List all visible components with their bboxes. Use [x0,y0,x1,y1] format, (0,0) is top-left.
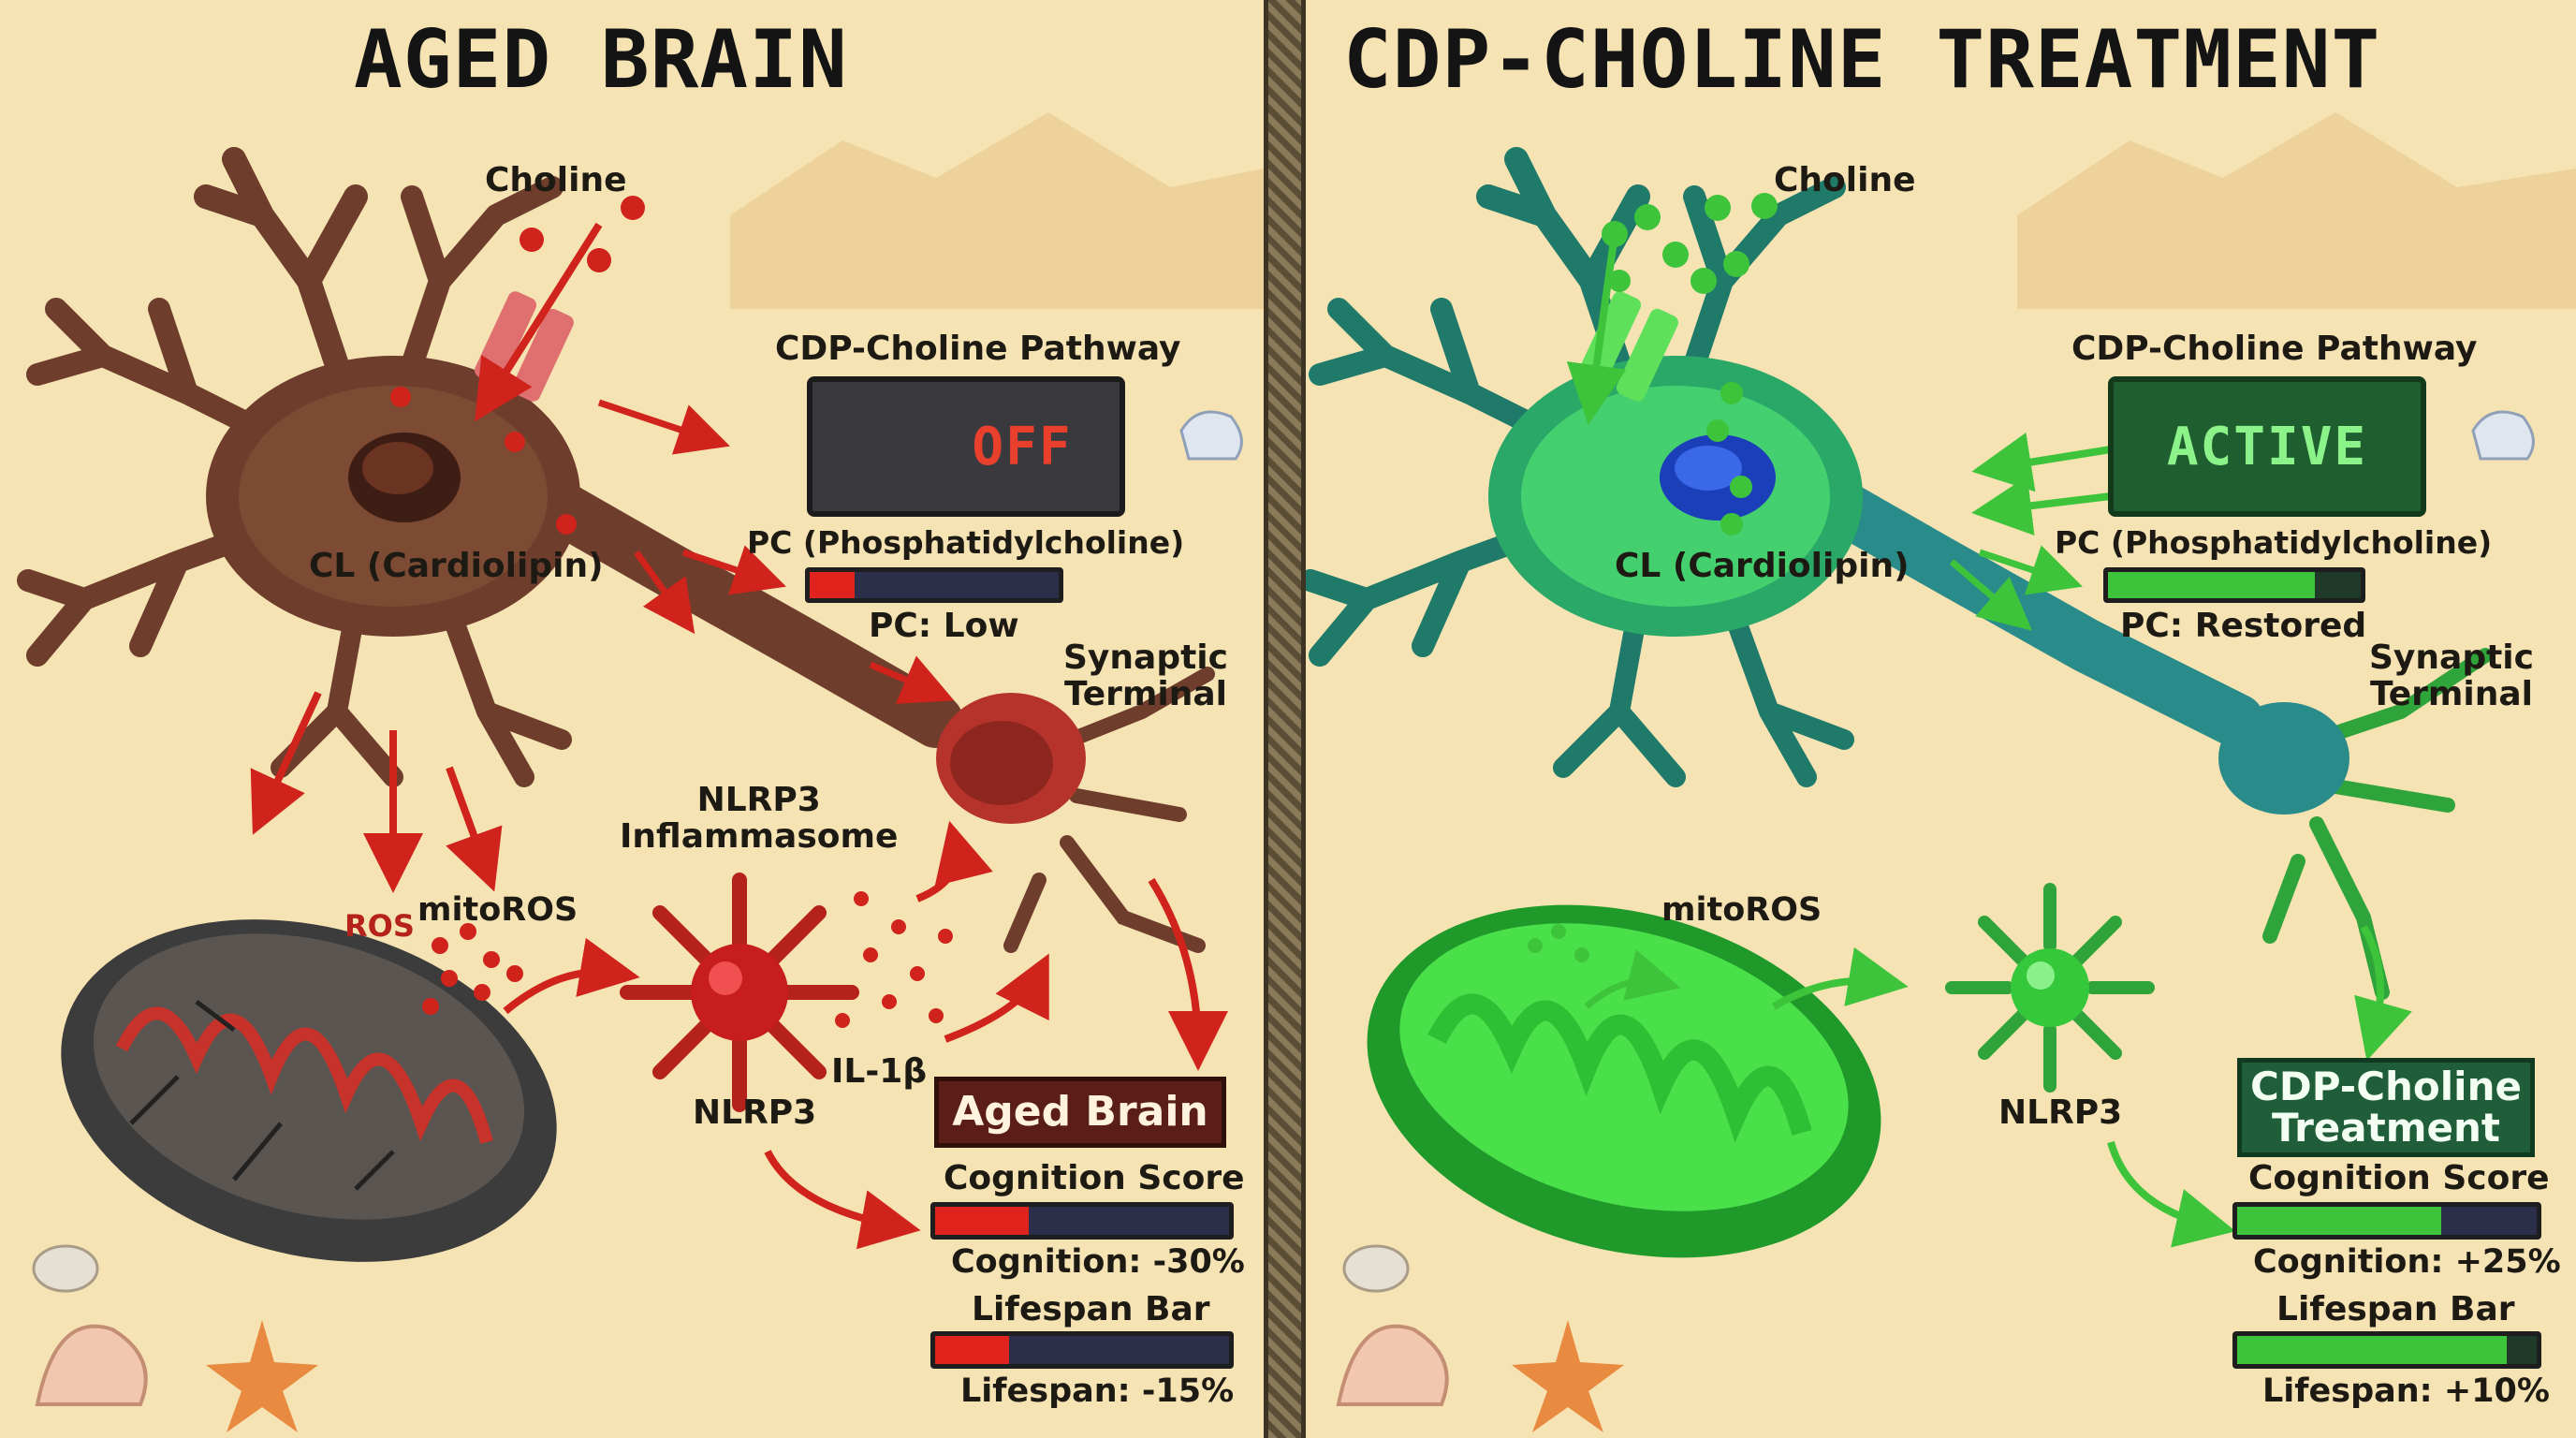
nlrp3-label: NLRP3 [693,1093,817,1132]
pc-bar [2103,567,2365,603]
aged-brain-badge: Aged Brain [934,1077,1226,1148]
pc-bar-fill [2108,572,2316,598]
cardiolipin-label: CL (Cardiolipin) [1615,547,1910,585]
seashell-icon [2471,410,2535,461]
starfish-icon [1512,1320,1624,1432]
treatment-panel: CDP-CHOLINE TREATMENT Choline CDP-Cholin… [1306,0,2576,1438]
pc-label: PC (Phosphatidylcholine) [2055,524,2493,561]
ros-label: ROS [344,908,415,944]
ros-dots [422,923,523,1015]
choline-label: Choline [1774,161,1916,199]
nlrp3-label: NLRP3 [1998,1093,2123,1132]
aged-brain-artwork [17,112,1264,1432]
lifespan-label: Lifespan Bar [2276,1290,2515,1328]
panel-divider [1264,0,1306,1438]
aged-mitochondrion [61,919,557,1262]
lifespan-label: Lifespan Bar [972,1290,1210,1328]
il1b-dots [835,891,953,1028]
cognition-value: Cognition: -30% [951,1243,1245,1281]
aged-nlrp3-inflammasome [620,873,859,1112]
aged-neuron [17,147,1215,953]
synaptic-terminal-label: Synaptic Terminal [1063,638,1228,713]
treatment-nlrp3 [1945,883,2155,1093]
synaptic-terminal-label: Synaptic Terminal [2369,638,2534,713]
starfish-icon [206,1320,318,1432]
pathway-status-text: ACTIVE [2166,416,2368,477]
seashell-icon [35,1324,148,1406]
panel-title: AGED BRAIN [354,13,848,107]
treatment-mitochondrion [1367,904,1881,1258]
pc-bar [805,567,1063,603]
lifespan-bar [930,1331,1234,1369]
panel-title: CDP-CHOLINE TREATMENT [1343,13,2381,107]
aged-brain-panel: AGED BRAIN Choline CDP-Choline Pathway O… [0,0,1264,1438]
cognition-label: Cognition Score [944,1159,1245,1197]
lifespan-bar [2232,1331,2541,1369]
pc-status: PC: Low [869,607,1019,645]
sand-dune [2017,112,2576,309]
mitoros-label: mitoROS [1661,891,1822,929]
pathway-label: CDP-Choline Pathway [775,330,1181,368]
choline-dots-left [390,196,645,535]
pc-bar-fill [810,572,855,598]
pc-label: PC (Phosphatidylcholine) [747,524,1185,561]
cognition-value: Cognition: +25% [2253,1243,2561,1281]
sand-dune [730,112,1264,309]
cardiolipin-label: CL (Cardiolipin) [309,547,604,585]
lifespan-bar-fill [935,1336,1009,1364]
lifespan-value: Lifespan: -15% [960,1372,1235,1410]
choline-label: Choline [485,161,627,199]
mitoros-dots [1528,924,1589,962]
choline-dots-right [1602,193,1778,536]
cognition-label: Cognition Score [2248,1159,2550,1197]
cognition-bar [930,1202,1234,1240]
seashell-icon [1179,410,1243,461]
treatment-badge: CDP-Choline Treatment [2237,1058,2535,1157]
cognition-bar [2232,1202,2541,1240]
cognition-bar-fill [2237,1207,2441,1235]
pathway-status-box: ACTIVE [2108,376,2426,517]
lifespan-value: Lifespan: +10% [2262,1372,2550,1410]
pathway-status-box: OFF [807,376,1125,517]
nlrp3-inflammasome-label: NLRP3 Inflammasome [620,781,899,856]
il1b-label: IL-1β [831,1052,928,1091]
seashell-icon [1336,1324,1449,1406]
cognition-bar-fill [935,1207,1030,1235]
lifespan-bar-fill [2237,1336,2507,1364]
pathway-status-text: OFF [972,416,1073,477]
seashell-icon [32,1244,99,1293]
seashell-icon [1342,1244,1410,1293]
pathway-label: CDP-Choline Pathway [2071,330,2478,368]
treatment-artwork [1306,112,2576,1432]
treatment-synaptic-terminal [2218,702,2349,814]
pc-status: PC: Restored [2120,607,2367,645]
mitoros-label: mitoROS [417,891,578,929]
